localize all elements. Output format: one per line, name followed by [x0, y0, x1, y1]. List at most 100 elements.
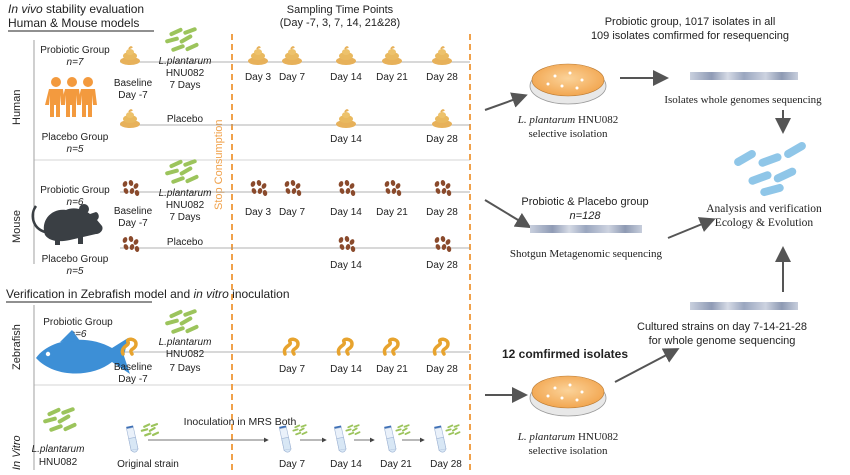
baseline-day: Day -7 — [118, 90, 148, 101]
sequencing-bar — [530, 225, 642, 233]
mouse-probiotic-label: Probiotic Group — [40, 185, 110, 196]
feces-icon — [335, 109, 357, 129]
isolation-label: L. plantarum HNU082 — [517, 431, 619, 443]
fish-icon — [36, 330, 130, 374]
day-label: Day 7 — [279, 364, 306, 375]
sequencing-bar — [690, 72, 798, 80]
culture-tube-icon — [278, 424, 308, 454]
human-probiotic-label: Probiotic Group — [40, 45, 110, 56]
day-label: Day 14 — [330, 459, 362, 470]
row-label-human: Human — [11, 90, 23, 125]
isolates-wgs-label: Isolates whole genomes sequencing — [664, 94, 822, 106]
original-strain-label: Original strain — [117, 459, 179, 470]
pp-group-label: Probiotic & Placebo group — [521, 196, 648, 208]
day-label: Day 28 — [426, 364, 458, 375]
bacteria-icon — [165, 309, 199, 335]
mouse-probiotic-n: n=6 — [67, 197, 84, 208]
day-label: Day 28 — [426, 260, 458, 271]
day-label: Day 7 — [279, 207, 306, 218]
stop-consumption-label: Stop Consumption — [213, 120, 225, 211]
title-line2: Human & Mouse models — [8, 16, 139, 30]
feces-icon — [434, 236, 452, 253]
feces-icon — [431, 109, 453, 129]
baseline-label: Baseline — [114, 78, 153, 89]
cultured-strains-line1: Cultured strains on day 7-14-21-28 — [637, 321, 807, 333]
sequencing-bar — [690, 302, 798, 310]
sampling-subtitle: (Day -7, 3, 7, 14, 21&28) — [280, 17, 400, 29]
zebrafish-probiotic-n: n=6 — [70, 329, 87, 340]
feces-icon — [250, 180, 268, 197]
analysis-label-line1: Analysis and verification — [706, 203, 822, 215]
day-label: Day 14 — [330, 364, 362, 375]
feces-icon — [335, 46, 357, 66]
row-label-in-vitro: In Vitro — [11, 435, 23, 470]
day-label: Day 3 — [245, 207, 272, 218]
culture-tube-icon — [433, 424, 461, 454]
feces-icon — [122, 236, 140, 253]
petri-dish-icon — [529, 375, 607, 417]
human-placebo-n: n=5 — [67, 144, 84, 155]
probiotic-group-isolates-line1: Probiotic group, 1017 isolates in all — [605, 16, 776, 28]
feces-icon — [247, 46, 269, 66]
isolation-label-line2: selective isolation — [528, 445, 608, 457]
zebrafish-section-title: Verification in Zebrafish model and in v… — [6, 287, 290, 301]
arrow-human-to-isolation — [484, 92, 528, 111]
strain-duration: 7 Days — [169, 212, 200, 223]
day-label: Day 3 — [245, 72, 272, 83]
strain-id: HNU082 — [166, 68, 205, 79]
feces-icon — [381, 46, 403, 66]
baseline-day: Day -7 — [118, 218, 148, 229]
feces-icon — [338, 180, 356, 197]
feces-icon — [119, 109, 141, 129]
bacteria-icon — [43, 407, 77, 433]
human-figures-icon — [45, 77, 97, 117]
day-label: Day 14 — [330, 72, 362, 83]
placebo-label: Placebo — [167, 114, 204, 125]
day-label: Day 14 — [330, 207, 362, 218]
mouse-placebo-label: Placebo Group — [42, 254, 109, 265]
row-label-mouse: Mouse — [11, 210, 23, 243]
probiotic-group-isolates-line2: 109 isolates comfirmed for resequencing — [591, 30, 789, 42]
baseline-day: Day -7 — [118, 374, 148, 385]
culture-tube-icon — [125, 423, 159, 454]
day-label: Day 14 — [330, 134, 362, 145]
feces-icon — [284, 180, 302, 197]
strain-id: HNU082 — [166, 200, 205, 211]
bacteria-icon — [165, 27, 199, 53]
day-label: Day 21 — [376, 364, 408, 375]
human-placebo-label: Placebo Group — [42, 132, 109, 143]
zebrafish-probiotic-label: Probiotic Group — [43, 317, 113, 328]
baseline-label: Baseline — [114, 206, 153, 217]
human-probiotic-n: n=7 — [67, 57, 84, 68]
feces-icon — [122, 180, 140, 197]
day-label: Day 28 — [430, 459, 462, 470]
day-label: Day 14 — [330, 260, 362, 271]
arrow-isolation-to-cultured — [614, 348, 680, 383]
sampling-title: Sampling Time Points — [287, 4, 394, 16]
strain-name: L.plantarum — [159, 188, 212, 199]
day-label: Day 28 — [426, 134, 458, 145]
feces-icon — [431, 46, 453, 66]
placebo-label: Placebo — [167, 237, 204, 248]
day-label: Day 21 — [380, 459, 412, 470]
pp-group-n: n=128 — [570, 210, 602, 222]
invitro-strain-id: HNU082 — [39, 457, 78, 468]
baseline-label: Baseline — [114, 362, 153, 373]
shotgun-label: Shotgun Metagenomic sequencing — [510, 248, 663, 260]
strain-name: L.plantarum — [159, 337, 212, 348]
isolation-label: L. plantarum HNU082 — [517, 114, 619, 126]
culture-tube-icon — [333, 424, 361, 454]
strain-duration: 7 Days — [169, 80, 200, 91]
mouse-placebo-n: n=5 — [67, 266, 84, 277]
strain-id: HNU082 — [166, 349, 205, 360]
strain-name: L.plantarum — [159, 56, 212, 67]
day-label: Day 21 — [376, 207, 408, 218]
title-line1: In vivo stability evaluation — [8, 2, 144, 16]
row-label-zebrafish: Zebrafish — [11, 324, 23, 370]
confirmed-isolates-label: 12 comfirmed isolates — [502, 347, 628, 361]
invitro-strain-name: L.plantarum — [32, 444, 85, 455]
culture-tube-icon — [383, 424, 411, 454]
arrow-mouse-to-metagenomics — [484, 199, 532, 229]
feces-icon — [119, 46, 141, 66]
